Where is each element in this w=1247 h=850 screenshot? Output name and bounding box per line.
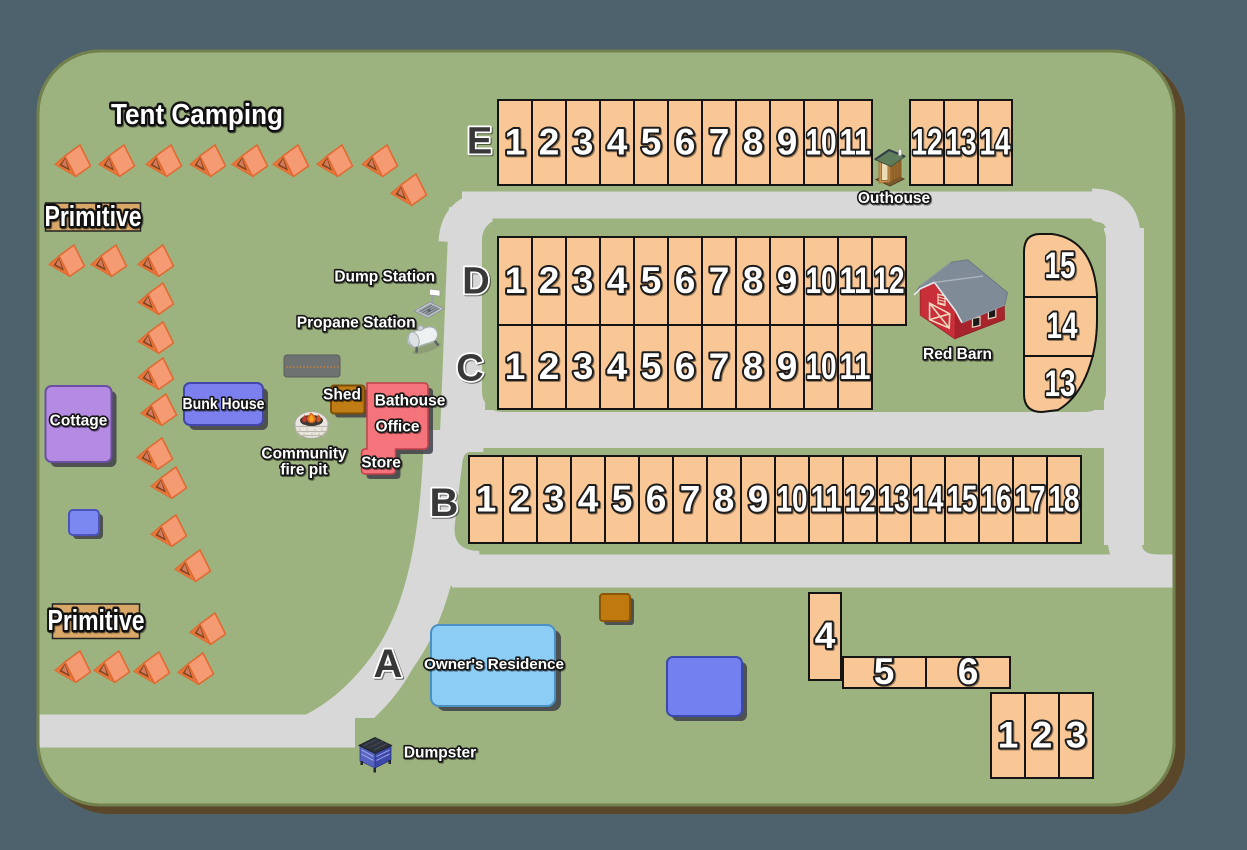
svg-text:6: 6 — [675, 122, 696, 163]
svg-text:15: 15 — [947, 479, 978, 520]
svg-text:4: 4 — [578, 479, 599, 520]
svg-text:1: 1 — [505, 346, 526, 387]
svg-text:5: 5 — [641, 260, 662, 301]
svg-text:10: 10 — [806, 260, 837, 301]
svg-text:Owner's Residence: Owner's Residence — [424, 657, 564, 673]
svg-text:A: A — [374, 642, 403, 686]
svg-text:10: 10 — [806, 122, 837, 163]
svg-text:8: 8 — [714, 479, 735, 520]
svg-text:1: 1 — [476, 479, 497, 520]
svg-text:12: 12 — [845, 479, 876, 520]
svg-text:D: D — [462, 261, 489, 303]
svg-text:17: 17 — [1015, 479, 1046, 520]
svg-text:12: 12 — [912, 122, 943, 163]
svg-text:4: 4 — [815, 615, 836, 656]
svg-text:7: 7 — [680, 479, 701, 520]
svg-text:Outhouse: Outhouse — [858, 190, 931, 207]
svg-text:E: E — [467, 121, 492, 163]
svg-text:5: 5 — [641, 346, 662, 387]
svg-text:2: 2 — [539, 260, 560, 301]
svg-text:5: 5 — [874, 651, 895, 692]
svg-text:5: 5 — [612, 479, 633, 520]
svg-text:2: 2 — [510, 479, 531, 520]
svg-text:4: 4 — [607, 260, 628, 301]
svg-text:9: 9 — [777, 260, 798, 301]
svg-text:10: 10 — [806, 346, 837, 387]
svg-text:3: 3 — [544, 479, 565, 520]
svg-text:4: 4 — [607, 122, 628, 163]
svg-text:4: 4 — [607, 346, 628, 387]
svg-text:fire pit: fire pit — [280, 462, 327, 479]
svg-text:10: 10 — [777, 479, 808, 520]
svg-text:3: 3 — [573, 346, 594, 387]
svg-text:6: 6 — [958, 651, 979, 692]
svg-text:6: 6 — [675, 260, 696, 301]
svg-text:Dumpster: Dumpster — [404, 745, 476, 762]
svg-text:Store: Store — [361, 455, 401, 472]
svg-text:7: 7 — [709, 260, 730, 301]
svg-text:Primitive: Primitive — [48, 605, 145, 637]
svg-text:9: 9 — [777, 346, 798, 387]
svg-text:Propane Station: Propane Station — [297, 315, 416, 332]
svg-text:1: 1 — [998, 715, 1019, 756]
svg-text:8: 8 — [743, 260, 764, 301]
svg-text:2: 2 — [539, 122, 560, 163]
svg-text:14: 14 — [1047, 305, 1078, 346]
svg-text:Tent Camping: Tent Camping — [111, 99, 283, 131]
svg-text:16: 16 — [981, 479, 1012, 520]
svg-text:13: 13 — [1045, 363, 1076, 404]
svg-text:11: 11 — [840, 260, 871, 301]
svg-text:11: 11 — [811, 479, 842, 520]
svg-text:11: 11 — [840, 346, 871, 387]
svg-text:8: 8 — [743, 122, 764, 163]
svg-text:6: 6 — [646, 479, 667, 520]
svg-text:3: 3 — [1066, 715, 1087, 756]
svg-text:Bathouse: Bathouse — [375, 393, 446, 410]
svg-text:Office: Office — [376, 419, 420, 436]
svg-text:1: 1 — [505, 122, 526, 163]
svg-text:2: 2 — [539, 346, 560, 387]
svg-text:9: 9 — [748, 479, 769, 520]
svg-text:1: 1 — [505, 260, 526, 301]
svg-text:12: 12 — [874, 260, 905, 301]
svg-text:Primitive: Primitive — [45, 201, 142, 233]
svg-text:13: 13 — [946, 122, 977, 163]
svg-text:15: 15 — [1045, 245, 1076, 286]
svg-text:14: 14 — [913, 479, 944, 520]
svg-text:3: 3 — [573, 260, 594, 301]
svg-text:2: 2 — [1032, 715, 1053, 756]
svg-text:3: 3 — [573, 122, 594, 163]
svg-text:C: C — [456, 348, 483, 390]
svg-text:7: 7 — [709, 122, 730, 163]
svg-text:8: 8 — [743, 346, 764, 387]
svg-text:18: 18 — [1049, 479, 1080, 520]
svg-text:B: B — [430, 481, 459, 525]
svg-text:6: 6 — [675, 346, 696, 387]
svg-text:14: 14 — [980, 122, 1011, 163]
svg-text:Shed: Shed — [323, 387, 361, 404]
svg-text:Red Barn: Red Barn — [923, 346, 992, 363]
svg-text:Community: Community — [261, 446, 347, 463]
svg-text:Cottage: Cottage — [50, 413, 108, 430]
svg-text:13: 13 — [879, 479, 910, 520]
svg-text:Bunk House: Bunk House — [183, 396, 265, 413]
svg-text:11: 11 — [840, 122, 871, 163]
svg-text:7: 7 — [709, 346, 730, 387]
svg-text:9: 9 — [777, 122, 798, 163]
svg-text:5: 5 — [641, 122, 662, 163]
svg-text:Dump Station: Dump Station — [334, 269, 435, 286]
